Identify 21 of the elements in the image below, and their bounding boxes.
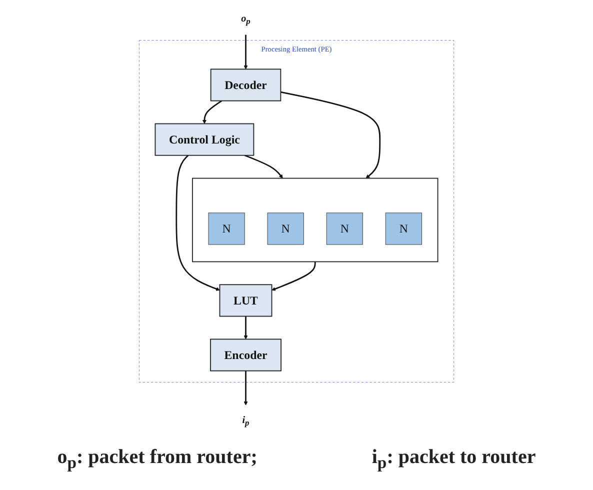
node-text: o$_{p}$ (241, 12, 250, 26)
node-box: Control Logic (154, 123, 254, 156)
key-text: i$_{p}$: packet to router (372, 446, 536, 473)
node-text: i$_{p}$ (242, 414, 250, 428)
arrow (244, 154, 283, 178)
arrow (202, 100, 222, 124)
arrow (244, 316, 248, 340)
node-box: Decoder (210, 68, 282, 102)
key-text: o$_{p}$: packet from router; (57, 446, 258, 473)
arrow (244, 370, 248, 406)
node-box: Encoder (210, 338, 282, 372)
node-box: N (208, 212, 245, 245)
node-box: LUT (219, 284, 272, 317)
arrow (272, 262, 316, 291)
node-box: N (385, 212, 422, 245)
arrow (244, 34, 248, 70)
arrow (176, 154, 220, 291)
node-box: N (326, 212, 363, 245)
cluster (192, 178, 438, 262)
node-box: N (267, 212, 304, 245)
arrow (280, 91, 381, 178)
